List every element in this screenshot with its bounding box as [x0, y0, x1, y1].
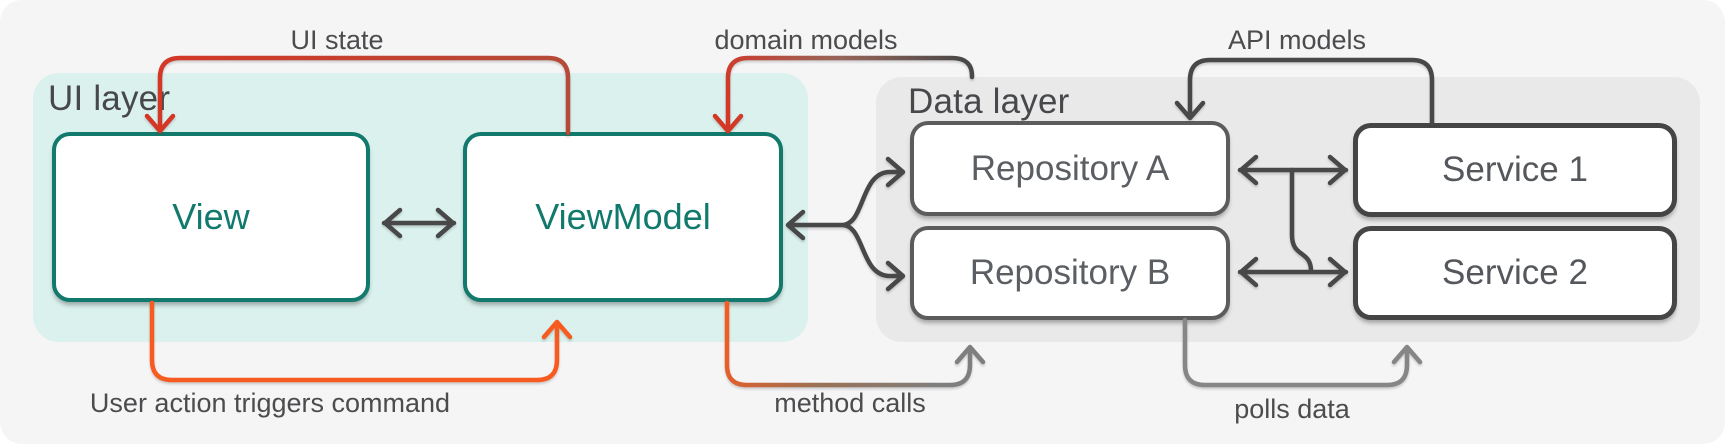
api-models-caption: API models — [1227, 25, 1367, 55]
service-1-box: Service 1 — [1353, 123, 1677, 217]
service-2-box-label: Service 2 — [1442, 253, 1588, 292]
data-layer-label: Data layer — [908, 82, 1070, 121]
ui-layer-label: UI layer — [48, 79, 171, 118]
method-calls-caption: method calls — [774, 388, 926, 418]
repository-a-box-label: Repository A — [970, 148, 1170, 188]
user-action-caption: User action triggers command — [89, 388, 451, 418]
repository-b-box: Repository B — [910, 226, 1230, 320]
repository-b-box-label: Repository B — [969, 253, 1171, 292]
repository-a-box: Repository A — [910, 121, 1230, 216]
domain-models-caption: domain models — [714, 25, 898, 55]
polls-data-caption: polls data — [1234, 394, 1350, 424]
viewmodel-box-label: ViewModel — [535, 196, 711, 237]
ui-state-caption: UI state — [290, 25, 384, 55]
view-box: View — [52, 132, 370, 302]
viewmodel-box: ViewModel — [463, 132, 783, 302]
service-1-box-label: Service 1 — [1442, 150, 1588, 189]
service-2-box: Service 2 — [1353, 226, 1677, 320]
view-box-label: View — [172, 196, 250, 237]
